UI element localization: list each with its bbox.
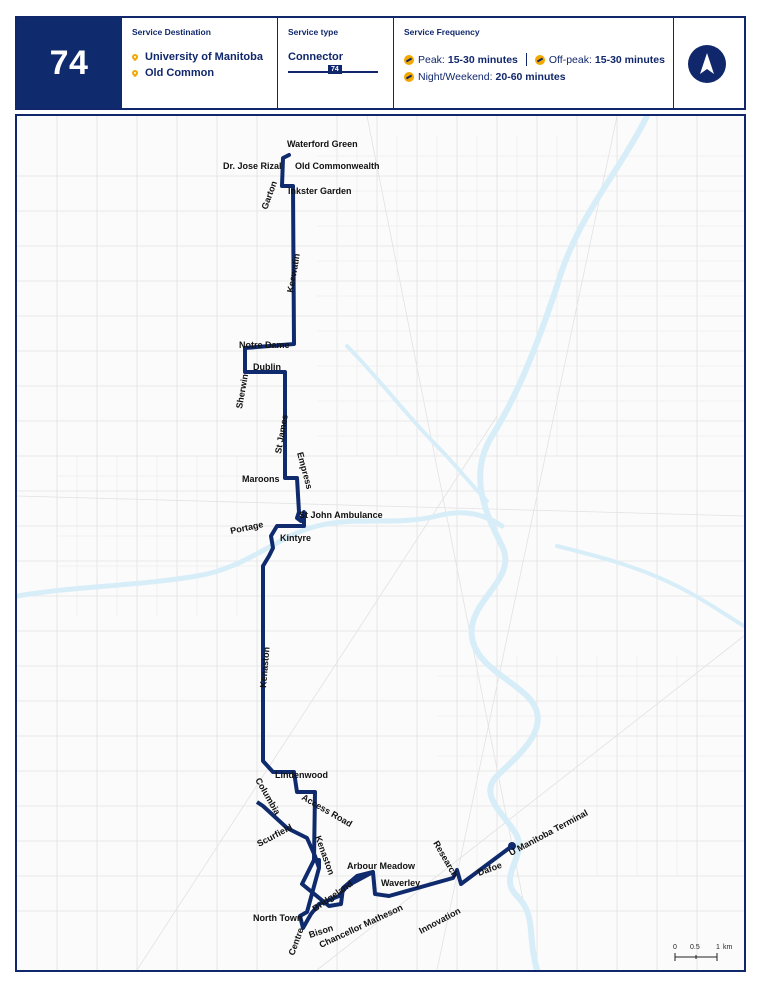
peak-clock-icon bbox=[404, 54, 414, 65]
map-label: Scurfield bbox=[255, 822, 294, 849]
north-arrow-icon bbox=[688, 45, 726, 83]
scale-bar: 0 0.5 1 km bbox=[673, 944, 733, 961]
location-pin-icon bbox=[130, 68, 140, 78]
peak-label: Peak: bbox=[418, 53, 445, 66]
route-number: 74 bbox=[49, 43, 89, 82]
map-label: Kintyre bbox=[280, 533, 311, 543]
map-label: Dr. Jose Rizal bbox=[223, 161, 282, 171]
map-label: Kenaston bbox=[258, 646, 272, 688]
peak-value: 15-30 minutes bbox=[447, 53, 518, 66]
map-label: St James bbox=[273, 414, 290, 455]
destination-stop: University of Manitoba bbox=[130, 51, 263, 63]
map-label: Maroons bbox=[242, 474, 280, 484]
offpeak-label: Off-peak: bbox=[548, 53, 592, 66]
route-74-loop[interactable] bbox=[300, 859, 374, 908]
map-label: Lindenwood bbox=[275, 770, 328, 780]
map-label: Dafoe bbox=[476, 860, 503, 878]
map-label: Sherwin bbox=[234, 373, 250, 409]
service-frequency: Service Frequency Peak: 15-30 minutes Of… bbox=[393, 18, 673, 108]
service-type-title: Service type bbox=[288, 27, 339, 37]
night-clock-icon bbox=[404, 72, 414, 82]
route-map[interactable]: Waterford Green Dr. Jose Rizal Old Commo… bbox=[15, 114, 746, 972]
map-label: Innovation bbox=[417, 906, 462, 936]
route-74-branch[interactable] bbox=[255, 800, 321, 869]
route-header: 74 Service Destination University of Man… bbox=[15, 16, 746, 110]
divider bbox=[525, 53, 527, 66]
service-destination: Service Destination University of Manito… bbox=[121, 18, 277, 108]
street-grid bbox=[17, 116, 744, 970]
route-badge: 74 bbox=[328, 65, 342, 74]
map-label: Old Commonwealth bbox=[295, 161, 380, 171]
map-label: Arbour Meadow bbox=[347, 861, 416, 871]
destination-stop-label: University of Manitoba bbox=[145, 51, 263, 63]
frequency-row: Peak: 15-30 minutes Off-peak: 15-30 minu… bbox=[404, 53, 665, 66]
map-label: Notre Dame bbox=[239, 340, 290, 350]
map-label: North Town bbox=[253, 913, 302, 923]
night-label: Night/Weekend: bbox=[418, 71, 493, 83]
offpeak-value: 15-30 minutes bbox=[594, 53, 665, 66]
night-value: 20-60 minutes bbox=[495, 71, 566, 83]
destination-stop-label: Old Common bbox=[145, 67, 215, 79]
location-pin-icon bbox=[130, 52, 140, 62]
map-label: Dublin bbox=[253, 362, 281, 372]
map-label: Inkster Garden bbox=[288, 186, 352, 196]
map-label: Keewatin bbox=[285, 253, 302, 294]
destination-stop: Old Common bbox=[130, 67, 215, 79]
route-74-line[interactable] bbox=[243, 153, 514, 930]
map-label: Waverley bbox=[381, 878, 420, 888]
scale-tick-label: 0 bbox=[673, 944, 677, 951]
minor-streets bbox=[57, 136, 744, 876]
map-canvas[interactable]: Waterford Green Dr. Jose Rizal Old Commo… bbox=[17, 116, 744, 970]
map-label: St John Ambulance bbox=[299, 510, 383, 520]
river bbox=[17, 116, 744, 970]
offpeak-clock-icon bbox=[534, 54, 545, 65]
map-label: Portage bbox=[229, 519, 264, 536]
frequency-row: Night/Weekend: 20-60 minutes bbox=[404, 71, 566, 83]
map-label: Centre bbox=[286, 926, 305, 956]
terminal-dot bbox=[508, 842, 516, 850]
scale-unit: km bbox=[723, 944, 733, 951]
scale-tick-label: 1 bbox=[716, 944, 720, 951]
map-label: Garton bbox=[259, 180, 278, 211]
service-type-label: Connector bbox=[288, 51, 343, 63]
map-label: Access Road bbox=[300, 792, 354, 829]
route-number-box: 74 bbox=[17, 18, 121, 108]
service-type: Service type Connector 74 bbox=[277, 18, 393, 108]
map-label: Waterford Green bbox=[287, 139, 358, 149]
north-indicator bbox=[673, 18, 746, 108]
frequency-title: Service Frequency bbox=[404, 27, 480, 37]
destination-title: Service Destination bbox=[132, 27, 211, 37]
map-label: Research bbox=[431, 839, 460, 879]
scale-tick-label: 0.5 bbox=[690, 944, 700, 951]
